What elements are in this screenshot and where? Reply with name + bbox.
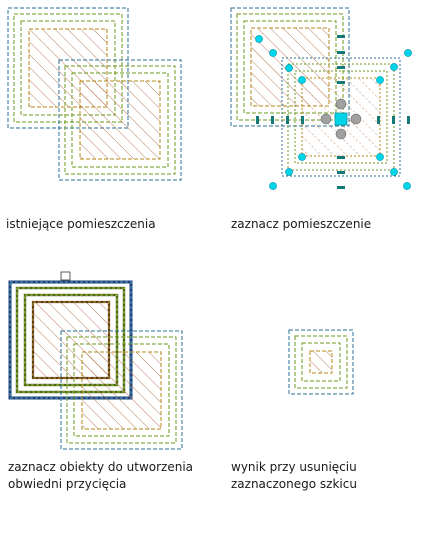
space-b — [60, 330, 183, 450]
space-result-hatch — [309, 350, 333, 374]
panel-select-space — [230, 7, 412, 190]
edge-grip[interactable] — [337, 171, 345, 174]
caption-existing-spaces: istniejące pomieszczenia — [6, 217, 156, 231]
space-a-outer-boundary — [9, 281, 132, 399]
corner-grip[interactable] — [376, 76, 384, 84]
space-b-net-boundary — [66, 336, 177, 444]
space-b-outer-boundary — [281, 57, 401, 177]
edge-grip[interactable] — [407, 116, 410, 124]
caption-select-objects-line1: zaznacz obiekty do utworzenia — [8, 460, 194, 474]
corner-grip[interactable] — [285, 64, 293, 72]
edge-grip[interactable] — [271, 116, 274, 124]
rotation-grip[interactable] — [335, 98, 347, 110]
space-b-outer-boundary — [58, 59, 182, 181]
space-result-gross-boundary — [301, 342, 341, 382]
space-result-outer-boundary — [288, 329, 354, 395]
edge-grip[interactable] — [256, 116, 259, 124]
rotation-grip[interactable] — [320, 113, 332, 125]
panel-select-objects — [8, 271, 183, 450]
space-a-gross-boundary — [243, 20, 337, 114]
space-b-outer-boundary — [60, 330, 183, 450]
caption-select-objects: zaznacz obiekty do utworzenia obwiedni p… — [8, 459, 193, 493]
corner-grip[interactable] — [285, 168, 293, 176]
caption-result-line1: wynik przy usunięciu — [231, 460, 357, 474]
edge-grip[interactable] — [286, 116, 289, 124]
edge-grip[interactable] — [392, 116, 395, 124]
corner-grip[interactable] — [403, 182, 411, 190]
rotation-grip[interactable] — [350, 113, 362, 125]
space-result — [288, 329, 354, 395]
space-b-gross-boundary — [73, 343, 170, 437]
panel-result — [288, 329, 354, 395]
edge-grips-vertical — [337, 35, 345, 189]
corner-grip[interactable] — [390, 168, 398, 176]
caption-select-space: zaznacz pomieszczenie — [231, 217, 372, 231]
caption-result: wynik przy usunięciu zaznaczonego szkicu — [231, 459, 357, 493]
center-grips — [320, 98, 362, 140]
corner-grip[interactable] — [269, 49, 277, 57]
space-b-hatch — [81, 351, 162, 430]
selection-grip[interactable] — [60, 271, 71, 281]
edge-grips-horizontal — [256, 116, 410, 124]
space-b-gross-boundary — [294, 70, 388, 164]
caption-result-line2: zaznaczonego szkicu — [231, 477, 357, 491]
space-a-net-boundary — [13, 13, 123, 123]
corner-grip[interactable] — [298, 76, 306, 84]
edge-grip[interactable] — [337, 51, 345, 54]
caption-select-objects-line2: obwiedni przycięcia — [8, 477, 127, 491]
space-b-net-boundary — [64, 65, 176, 175]
space-a-gross-boundary — [24, 294, 118, 386]
corner-grip[interactable] — [298, 153, 306, 161]
edge-grip[interactable] — [337, 186, 345, 189]
corner-grip[interactable] — [390, 63, 398, 71]
space-b-gross-boundary — [71, 72, 169, 168]
corner-grip[interactable] — [269, 182, 277, 190]
space-b-hatch — [79, 80, 161, 160]
edge-grip[interactable] — [337, 81, 345, 84]
location-grip[interactable] — [334, 112, 348, 126]
corner-grip[interactable] — [376, 153, 384, 161]
space-a-gross-boundary — [20, 20, 116, 116]
edge-grip[interactable] — [337, 66, 345, 69]
corner-grips — [255, 35, 412, 190]
space-a-highlighted[interactable] — [8, 271, 133, 400]
space-b-net-boundary — [287, 63, 395, 171]
space-a-hatch — [32, 301, 110, 379]
corner-grip[interactable] — [255, 35, 263, 43]
panel-existing-spaces — [7, 7, 182, 181]
edge-grip[interactable] — [301, 116, 304, 124]
space-b — [58, 59, 182, 181]
edge-grip[interactable] — [337, 35, 345, 38]
corner-grip[interactable] — [404, 49, 412, 57]
edge-grip[interactable] — [377, 116, 380, 124]
rotation-grip[interactable] — [335, 128, 347, 140]
space-a-outer-boundary — [7, 7, 129, 129]
edge-grip[interactable] — [337, 156, 345, 159]
space-result-net-boundary — [294, 335, 348, 389]
space-a-net-boundary — [16, 287, 125, 393]
space-a-outer-boundary — [230, 7, 350, 127]
